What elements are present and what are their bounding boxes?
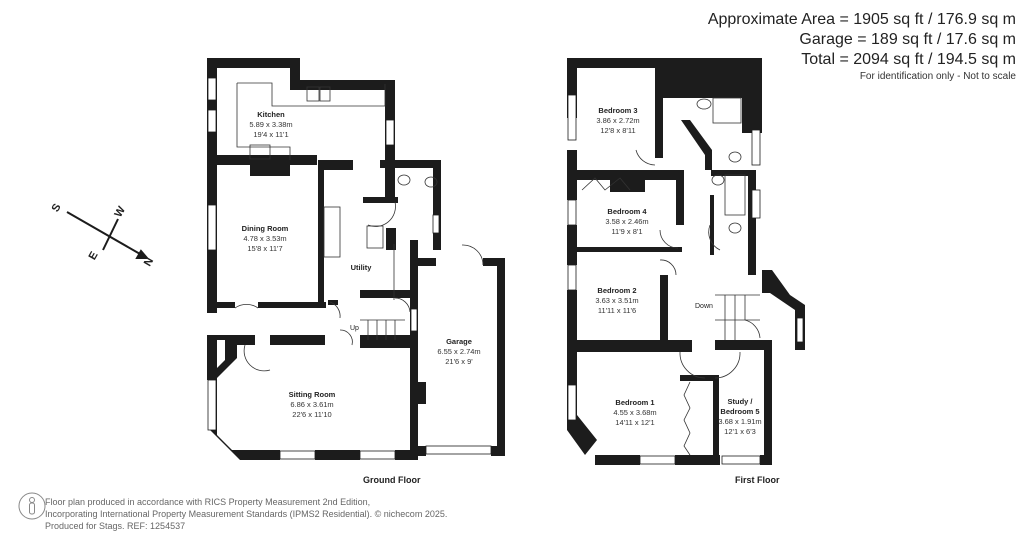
disclaimer-text: For identification only - Not to scale xyxy=(859,71,1016,82)
room-metric: 4.78 x 3.53m xyxy=(243,234,287,243)
ground-floor-fixtures xyxy=(234,82,484,372)
room-imperial: 21'6 x 9' xyxy=(445,357,473,366)
total-area-text: Total = 2094 sq ft / 194.5 sq m xyxy=(801,51,1016,68)
first-floor-fixtures xyxy=(581,97,761,456)
room-metric: 6.55 x 2.74m xyxy=(437,347,481,356)
room-imperial: 14'11 x 12'1 xyxy=(615,418,655,427)
room-utility: Utility xyxy=(351,263,372,273)
room-imperial: 11'9 x 8'1 xyxy=(611,227,643,236)
first-floor-windows xyxy=(567,94,804,465)
room-metric: 3.63 x 3.51m xyxy=(595,296,639,305)
room-bedroom-1: Bedroom 1 4.55 x 3.68m 14'11 x 12'1 xyxy=(613,398,656,428)
room-name: Kitchen xyxy=(257,110,285,119)
compass-rose xyxy=(66,211,150,259)
room-name: Bedroom 2 xyxy=(597,286,637,295)
ground-floor-label: Ground Floor xyxy=(363,475,421,485)
room-metric: 3.68 x 1.91m xyxy=(718,417,762,426)
room-kitchen: Kitchen 5.89 x 3.38m 19'4 x 11'1 xyxy=(249,110,292,140)
room-metric: 4.55 x 3.68m xyxy=(613,408,657,417)
room-metric: 6.86 x 3.61m xyxy=(290,400,334,409)
ground-floor-walls xyxy=(207,58,505,460)
room-name: Bedroom 3 xyxy=(598,106,638,115)
room-bedroom-3: Bedroom 3 3.86 x 2.72m 12'8 x 8'11 xyxy=(596,106,639,136)
room-imperial: 19'4 x 11'1 xyxy=(253,130,289,139)
stairs-up-label: Up xyxy=(350,325,359,332)
footer-line-1: Floor plan produced in accordance with R… xyxy=(45,497,371,507)
ground-floor-windows xyxy=(207,77,492,460)
approximate-area-text: Approximate Area = 1905 sq ft / 176.9 sq… xyxy=(707,11,1016,28)
room-name: Dining Room xyxy=(241,224,289,233)
room-dining-room: Dining Room 4.78 x 3.53m 15'8 x 11'7 xyxy=(242,224,289,254)
room-name-line2: Bedroom 5 xyxy=(720,407,760,416)
room-imperial: 15'8 x 11'7 xyxy=(247,244,283,253)
room-study-bedroom-5: Study / Bedroom 5 3.68 x 1.91m 12'1 x 6'… xyxy=(718,397,761,437)
garage-area-text: Garage = 189 sq ft / 17.6 sq m xyxy=(799,31,1016,48)
first-floor-label: First Floor xyxy=(735,475,780,485)
footer-notes: Floor plan produced in accordance with R… xyxy=(45,496,447,532)
room-name: Bedroom 1 xyxy=(615,398,655,407)
room-bedroom-4: Bedroom 4 3.58 x 2.46m 11'9 x 8'1 xyxy=(605,207,648,237)
room-garage: Garage 6.55 x 2.74m 21'6 x 9' xyxy=(437,337,480,367)
first-floor-walls xyxy=(567,58,805,465)
room-imperial: 12'8 x 8'11 xyxy=(600,126,636,135)
footer-line-3: Produced for Stags. REF: 1254537 xyxy=(45,521,186,531)
room-metric: 3.86 x 2.72m xyxy=(596,116,640,125)
room-sitting-room: Sitting Room 6.86 x 3.61m 22'6 x 11'10 xyxy=(289,390,336,420)
person-icon xyxy=(18,492,46,520)
room-name: Sitting Room xyxy=(288,390,336,399)
stairs-down-label: Down xyxy=(695,303,713,310)
room-metric: 3.58 x 2.46m xyxy=(605,217,649,226)
room-name: Garage xyxy=(446,337,472,346)
room-imperial: 12'1 x 6'3 xyxy=(724,427,756,436)
room-name: Study / xyxy=(727,397,753,406)
room-imperial: 11'11 x 11'6 xyxy=(597,306,637,315)
footer-line-2: Incorporating International Property Mea… xyxy=(45,509,448,519)
room-name: Utility xyxy=(350,263,372,272)
room-bedroom-2: Bedroom 2 3.63 x 3.51m 11'11 x 11'6 xyxy=(595,286,638,316)
room-metric: 5.89 x 3.38m xyxy=(249,120,293,129)
room-imperial: 22'6 x 11'10 xyxy=(292,410,332,419)
room-name: Bedroom 4 xyxy=(607,207,647,216)
